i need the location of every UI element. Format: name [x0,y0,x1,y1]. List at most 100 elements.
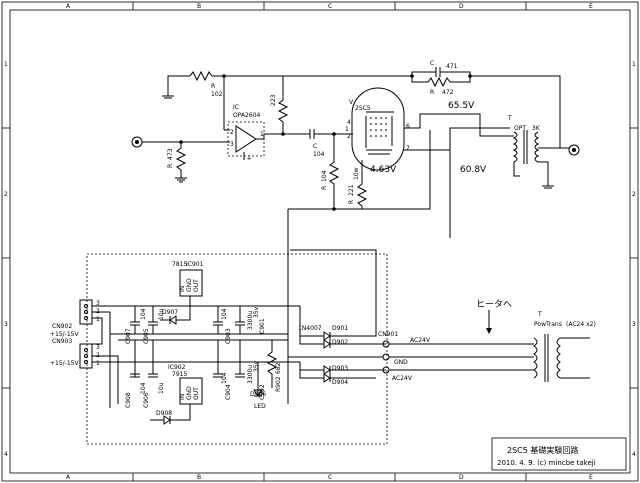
r104-ref: R [321,186,328,190]
c904-value: 104 [221,372,228,384]
r472-value: 472 [442,89,454,96]
cn903-pin1: 1 [96,360,100,367]
r902-label: R902 [275,376,282,392]
ground-icon [175,177,187,183]
opamp-pin2: 2 [230,129,234,136]
ic902-pin-gnd: GND [186,386,193,400]
ic901-pin-out: OUT [193,279,200,292]
d901-label: D901 [332,325,348,332]
cn902-label: +15/-15V [50,331,79,338]
diode-d907-icon [160,296,191,325]
connector-cn902 [79,299,93,325]
tube-pin6: 6 [406,123,410,130]
opamp-pin3: 3 [230,141,234,148]
inner-frame [9,9,631,474]
row-label-4: 4 [4,451,8,458]
col-label-d: D [459,3,464,10]
led-label: LED [254,403,266,410]
ic902-pin-in: IN [179,394,186,400]
ic901-type: 7815 [172,261,187,268]
ic901-ref: IC901 [186,261,204,268]
c906-label: C906 [143,392,150,408]
cn902-pin1: 1 [96,316,100,323]
tube-type: 2SC5 [355,105,371,112]
row-label-2-right: 2 [632,191,636,198]
c903-label: C903 [225,328,232,344]
r102-value: 102 [211,91,223,98]
r221-value: 221 [348,184,355,196]
tube-pin1: 1 [345,126,349,133]
c104-value: 104 [313,151,325,158]
title-block [491,437,627,471]
r221-power: 10w [353,167,360,180]
r473-ref: R [167,164,174,168]
row-label-3-right: 3 [632,321,636,328]
cn901-pin-gnd: GND [394,359,408,366]
ic902-type: 7915 [172,371,187,378]
row-label-2: 2 [4,191,8,198]
vacuum-tube-icon [351,87,405,171]
c903-value: 104 [221,308,228,320]
ground-icon-2 [162,95,174,99]
cn901-pin-ac1: AC24V [410,337,431,344]
c901-value: 3300u [247,311,254,330]
cn902-pin3: 3 [96,300,100,307]
row-label-4-right: 4 [632,451,636,458]
opamp-type: OPA2604 [233,112,261,119]
resistor-472 [411,76,471,88]
r104-value: 104 [321,170,328,182]
diode-d908-icon [150,404,191,425]
d902-label: D902 [332,339,348,346]
c907-label: C907 [125,328,132,344]
opamp-ground-mark: ⏚ [246,155,252,162]
r102-ref: R [211,83,215,90]
col-label-a: A [66,3,71,10]
r102-wire [167,75,190,96]
r902-value: 682 [275,362,282,374]
output-transformer-icon [512,130,540,164]
d908-label: D908 [156,410,172,417]
c104-ref: C [313,143,317,150]
resistor-r902 [266,340,278,388]
col-label-c-bottom: C [328,474,332,481]
ic901-pin-gnd: GND [186,278,193,292]
opt-type: OPT [514,125,526,132]
pt-ref: T [537,311,542,318]
ic901-pin-in: IN [179,286,186,292]
pt-type: PowTrans [534,321,562,328]
opamp-pin1: 1 [260,131,264,138]
c902-label: C902 [259,384,266,400]
r472-ref: R [430,89,434,96]
col-label-b-bottom: B [197,474,201,481]
col-label-a-bottom: A [66,474,71,481]
cn903-pin3: 3 [96,344,100,351]
psu-capacitors [130,306,245,378]
c906-value: 10u [158,382,165,394]
cn903-ref: CN903 [52,338,72,345]
c902-voltage: 35v [253,360,260,372]
col-label-c: C [328,3,332,10]
tube-ref: V [349,99,354,106]
row-label-1: 1 [4,61,8,68]
opamp-symbol [235,125,257,153]
diode-type: 1N4007 [298,325,322,332]
power-transformer-icon [533,334,561,382]
d907-label: D907 [162,309,178,316]
d903-label: D903 [332,365,348,372]
resistor-221 [356,160,368,209]
pt-value: (AC24 x2) [566,321,596,328]
plate-voltage: 65.5V [448,101,475,111]
tube-pin7: 7 [406,145,410,152]
c902-value: 3300u [247,365,254,384]
cn902-ref: CN902 [52,323,72,330]
opt-ref: T [507,115,512,122]
resistor-223 [277,96,289,134]
title-text: 2SC5 基礎実験回路 [507,445,578,455]
c904-label: C904 [225,384,232,400]
col-label-e: E [589,3,593,10]
ic902-pin-out: OUT [193,387,200,400]
cathode-voltage: 4.63V [370,165,397,175]
ground-icon-3 [542,185,554,189]
subtitle-text: 2010. 4. 9. (c) mincbe takeji [497,459,596,467]
